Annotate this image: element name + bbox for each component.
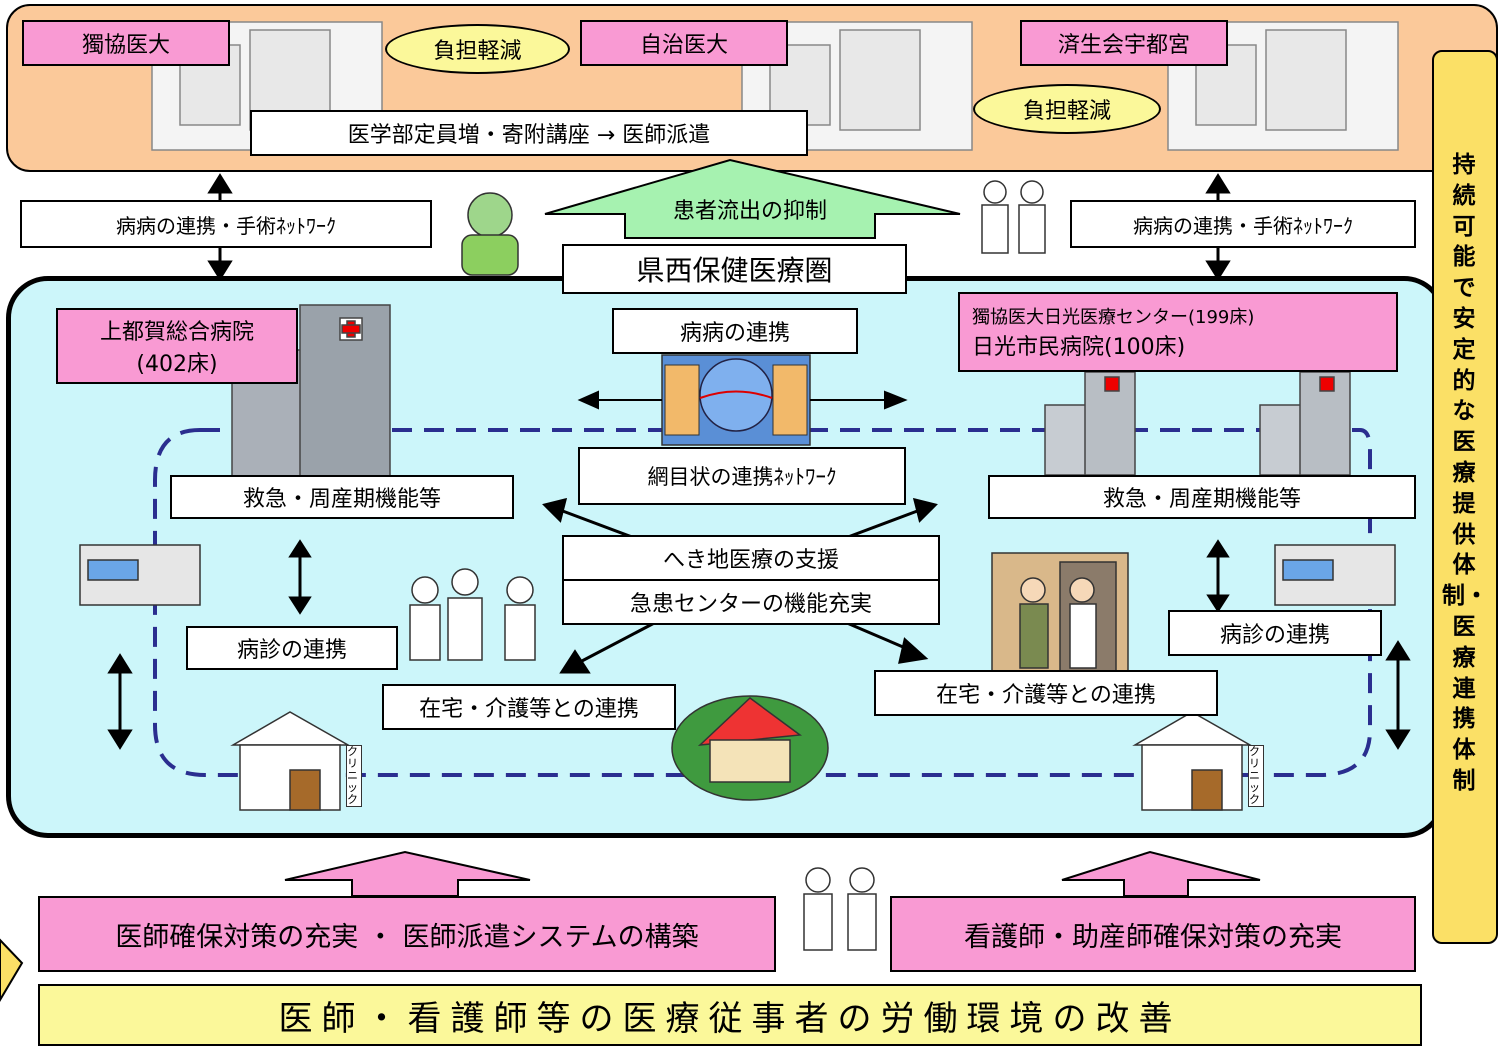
left-hospital-name: 上都賀総合病院: [99, 320, 254, 345]
nurse-measures-label: 看護師・助産師確保対策の充実: [964, 921, 1342, 953]
right-hospitals-callout: 獨協医大日光医療センター(199床) 日光市民病院(100床): [958, 292, 1398, 372]
clinic-house-left: [230, 711, 351, 811]
clinic-building-right-upper: [1274, 544, 1396, 606]
link-arrow-right: [1205, 173, 1231, 281]
callout-dokkyo-label: 獨協医大: [81, 33, 170, 58]
burden-reduction-oval-1: 負担軽減: [385, 24, 570, 74]
building-illustration-2: [741, 21, 973, 151]
region-title-label: 県西保健医療圏: [636, 254, 833, 287]
region-title: 県西保健医療圏: [562, 244, 907, 294]
clinic-link-box-left: 病診の連携: [186, 626, 398, 670]
left-hospital-beds: (402床): [136, 352, 218, 377]
right-hospitals-line2: 日光市民病院(100床): [972, 335, 1186, 360]
burden-reduction-label-2: 負担軽減: [1022, 99, 1111, 124]
doctor-measures-label: 医師確保対策の充実 ・ 医師派遣システムの構築: [115, 921, 699, 953]
doctor-dispatch-label: 医学部定員増・寄附講座 → 医師派遣: [347, 123, 711, 148]
clinic-building-left-upper: [79, 544, 201, 606]
emergency-center-box: 急患センターの機能充実: [562, 579, 940, 625]
emergency-box-left: 救急・周産期機能等: [170, 475, 514, 519]
home-visit-illustration: [991, 552, 1129, 672]
working-environment-bar: 医師・看護師等の医療従事者の労働環境の改善: [38, 984, 1422, 1046]
hospital-link-label: 病病の連携: [679, 321, 790, 346]
callout-saiseikai: 済生会宇都宮: [1020, 20, 1228, 66]
sustainable-system-label: 持続可能で安定的な医療提供体制・医療連携体制: [1442, 152, 1488, 794]
clinic-link-box-right: 病診の連携: [1168, 610, 1382, 656]
nurse-measures-arrow: [1061, 850, 1261, 897]
emergency-label-left: 救急・周産期機能等: [242, 487, 441, 512]
hospital-link-box: 病病の連携: [612, 308, 858, 354]
home-care-house-illustration: [671, 695, 829, 801]
doctor-dispatch-box: 医学部定員増・寄附講座 → 医師派遣: [250, 110, 808, 156]
left-hospital-building: [231, 304, 391, 481]
emergency-center-label: 急患センターの機能充実: [629, 592, 872, 617]
clinic-house-right: [1132, 711, 1253, 811]
patient-outflow-label: 患者流出の抑制: [672, 199, 827, 224]
hospital-network-label-left: 病病の連携・手術ﾈｯﾄﾜｰｸ: [116, 213, 336, 238]
doctors-illustration-top: [981, 180, 1046, 254]
network-computers-illustration: [661, 354, 811, 446]
nurse-measures-box: 看護師・助産師確保対策の充実: [890, 896, 1416, 972]
hospital-network-label-right: 病病の連携・手術ﾈｯﾄﾜｰｸ: [1133, 213, 1353, 238]
callout-jichi-label: 自治医大: [639, 33, 728, 58]
clinic-link-label-right: 病診の連携: [1219, 623, 1330, 648]
remote-support-label: へき地医療の支援: [662, 548, 839, 573]
doctors-illustration-bottom: [803, 867, 877, 951]
remote-support-box: へき地医療の支援: [562, 535, 940, 581]
callout-dokkyo: 獨協医大: [22, 20, 230, 66]
clinic-sign-left: クリニック: [346, 745, 362, 807]
network-arrow-right: [810, 390, 908, 410]
regional-network-route: [153, 428, 1372, 777]
burden-reduction-oval-2: 負担軽減: [973, 84, 1161, 134]
emergency-box-right: 救急・周産期機能等: [988, 475, 1416, 519]
emergency-label-right: 救急・周産期機能等: [1102, 487, 1301, 512]
callout-jichi: 自治医大: [580, 20, 788, 66]
home-care-box-right: 在宅・介護等との連携: [874, 670, 1218, 716]
outer-arrow-left: [107, 653, 133, 750]
mesh-network-label: 網目状の連携ﾈｯﾄﾜｰｸ: [647, 465, 837, 489]
right-hospital-buildings: [1044, 371, 1351, 476]
hospital-network-box-right: 病病の連携・手術ﾈｯﾄﾜｰｸ: [1070, 200, 1416, 248]
clinic-arrow-right: [1206, 539, 1230, 613]
home-care-label-right: 在宅・介護等との連携: [936, 683, 1156, 708]
hospital-network-box-left: 病病の連携・手術ﾈｯﾄﾜｰｸ: [20, 200, 432, 248]
surgeon-illustration: [461, 192, 519, 276]
clinic-sign-right: クリニック: [1248, 745, 1264, 807]
outer-arrow-right: [1385, 640, 1411, 750]
mesh-network-box: 網目状の連携ﾈｯﾄﾜｰｸ: [578, 447, 906, 505]
network-arrow-left: [577, 390, 662, 410]
sustainable-system-banner: [1432, 50, 1498, 944]
building-illustration-3: [1167, 21, 1399, 151]
right-hospitals-line1: 獨協医大日光医療センター(199床): [972, 307, 1255, 328]
patient-outflow-arrow: [544, 158, 961, 239]
callout-saiseikai-label: 済生会宇都宮: [1057, 33, 1190, 58]
medical-staff-illustration: [409, 568, 536, 661]
working-environment-label: 医師・看護師等の医療従事者の労働環境の改善: [278, 998, 1182, 1039]
home-care-box-left: 在宅・介護等との連携: [382, 684, 676, 730]
doctor-measures-arrow: [284, 850, 531, 897]
burden-reduction-label-1: 負担軽減: [433, 39, 522, 64]
clinic-link-label-left: 病診の連携: [236, 638, 347, 663]
left-hospital-callout: 上都賀総合病院 (402床): [56, 308, 298, 384]
clinic-arrow-left: [288, 539, 312, 615]
home-care-label-left: 在宅・介護等との連携: [419, 697, 639, 722]
edge-arrow: [0, 938, 24, 1002]
doctor-measures-box: 医師確保対策の充実 ・ 医師派遣システムの構築: [38, 896, 776, 972]
